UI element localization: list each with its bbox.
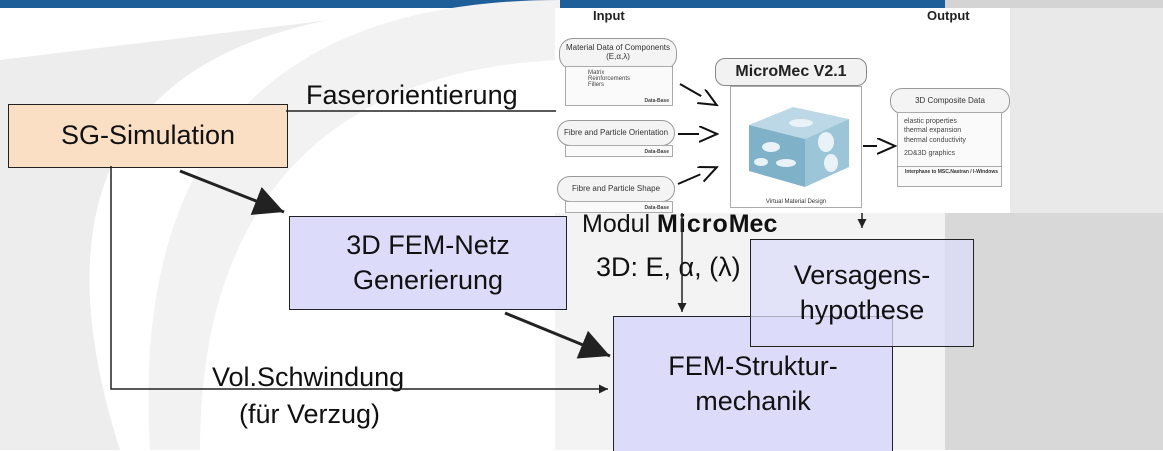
database-label: Data-Base bbox=[644, 98, 669, 104]
micromec-arrows bbox=[677, 83, 1010, 185]
material-database: Matrix Reinforcements Fillers Data-Base bbox=[565, 66, 673, 106]
fem-mesh-generation-box: 3D FEM-Netz Generierung bbox=[289, 216, 567, 310]
output-title: 3D Composite Data bbox=[890, 88, 1010, 114]
arrow-sg-to-mesh bbox=[179, 169, 285, 215]
micromec-figure: Input Output Material Data of Components… bbox=[555, 8, 1010, 213]
sg-simulation-label: SG-Simulation bbox=[60, 120, 236, 151]
modul-name-mec: Mec bbox=[728, 210, 778, 238]
arrow-mesh-to-structure bbox=[504, 311, 611, 359]
output-item: thermal expansion bbox=[904, 127, 962, 135]
modul-prefix: Modul bbox=[582, 210, 658, 238]
arrow-shape-to-core bbox=[677, 168, 715, 185]
output-item: elastic properties bbox=[904, 118, 957, 125]
header-bar-gray bbox=[945, 0, 1163, 8]
versagens-line1: Versagens- bbox=[793, 259, 931, 290]
right-side-light-panel bbox=[1010, 8, 1163, 213]
header-bar bbox=[0, 0, 945, 8]
database-label: Data-Base bbox=[644, 205, 669, 211]
fuer-verzug-label: (für Verzug) bbox=[239, 399, 381, 429]
micromec-core: Virtual Material Design bbox=[730, 86, 862, 208]
failure-hypothesis-box: Versagens- hypothese bbox=[750, 239, 974, 347]
arrow-material-to-core bbox=[679, 83, 715, 104]
versagens-line2: hypothese bbox=[799, 295, 925, 325]
fibre-orientation-database: Data-Base bbox=[565, 145, 673, 157]
micromec-title: MicroMec V2.1 bbox=[715, 58, 867, 86]
material-item: Matrix bbox=[588, 70, 605, 76]
database-label: Data-Base bbox=[644, 149, 669, 155]
material-data-pill: Material Data of Components (E,α,λ) bbox=[559, 38, 677, 70]
fibre-shape-database: Data-Base bbox=[565, 201, 673, 213]
modul-micromec-label: Modul MicroMec bbox=[582, 210, 777, 239]
vol-schwindung-label: Vol.Schwindung bbox=[212, 362, 405, 392]
fem-struktur-line1: FEM-Struktur- bbox=[668, 350, 838, 381]
output-item: 2D&3D graphics bbox=[904, 150, 955, 158]
fem-netz-line2: Generierung bbox=[352, 265, 504, 295]
input-header: Input bbox=[593, 8, 625, 23]
composite-cube-image bbox=[749, 107, 849, 187]
virtual-material-design-label: Virtual Material Design bbox=[765, 199, 827, 205]
properties-label: 3D: E, α, (λ) bbox=[596, 252, 741, 282]
modul-name-micro: Micro bbox=[657, 210, 729, 238]
fem-netz-line1: 3D FEM-Netz bbox=[346, 229, 510, 260]
output-interface-label: Interphase to MSC.Nastran / I-Windows bbox=[897, 166, 1002, 188]
fibre-shape-pill: Fibre and Particle Shape bbox=[557, 176, 675, 202]
output-properties-box: elastic properties thermal expansion the… bbox=[897, 112, 1002, 187]
material-item: Reinforcements bbox=[588, 76, 631, 82]
faserorientierung-label: Faserorientierung bbox=[306, 80, 518, 110]
output-item: thermal conductivity bbox=[904, 136, 966, 144]
output-header: Output bbox=[927, 8, 970, 23]
sg-simulation-box: SG-Simulation bbox=[8, 104, 288, 168]
material-item: Fillers bbox=[588, 82, 604, 88]
fibre-orientation-pill: Fibre and Particle Orientation bbox=[557, 120, 675, 146]
arrow-shrinkage-to-structure bbox=[110, 166, 608, 394]
fem-struktur-line2: mechanik bbox=[695, 386, 811, 416]
